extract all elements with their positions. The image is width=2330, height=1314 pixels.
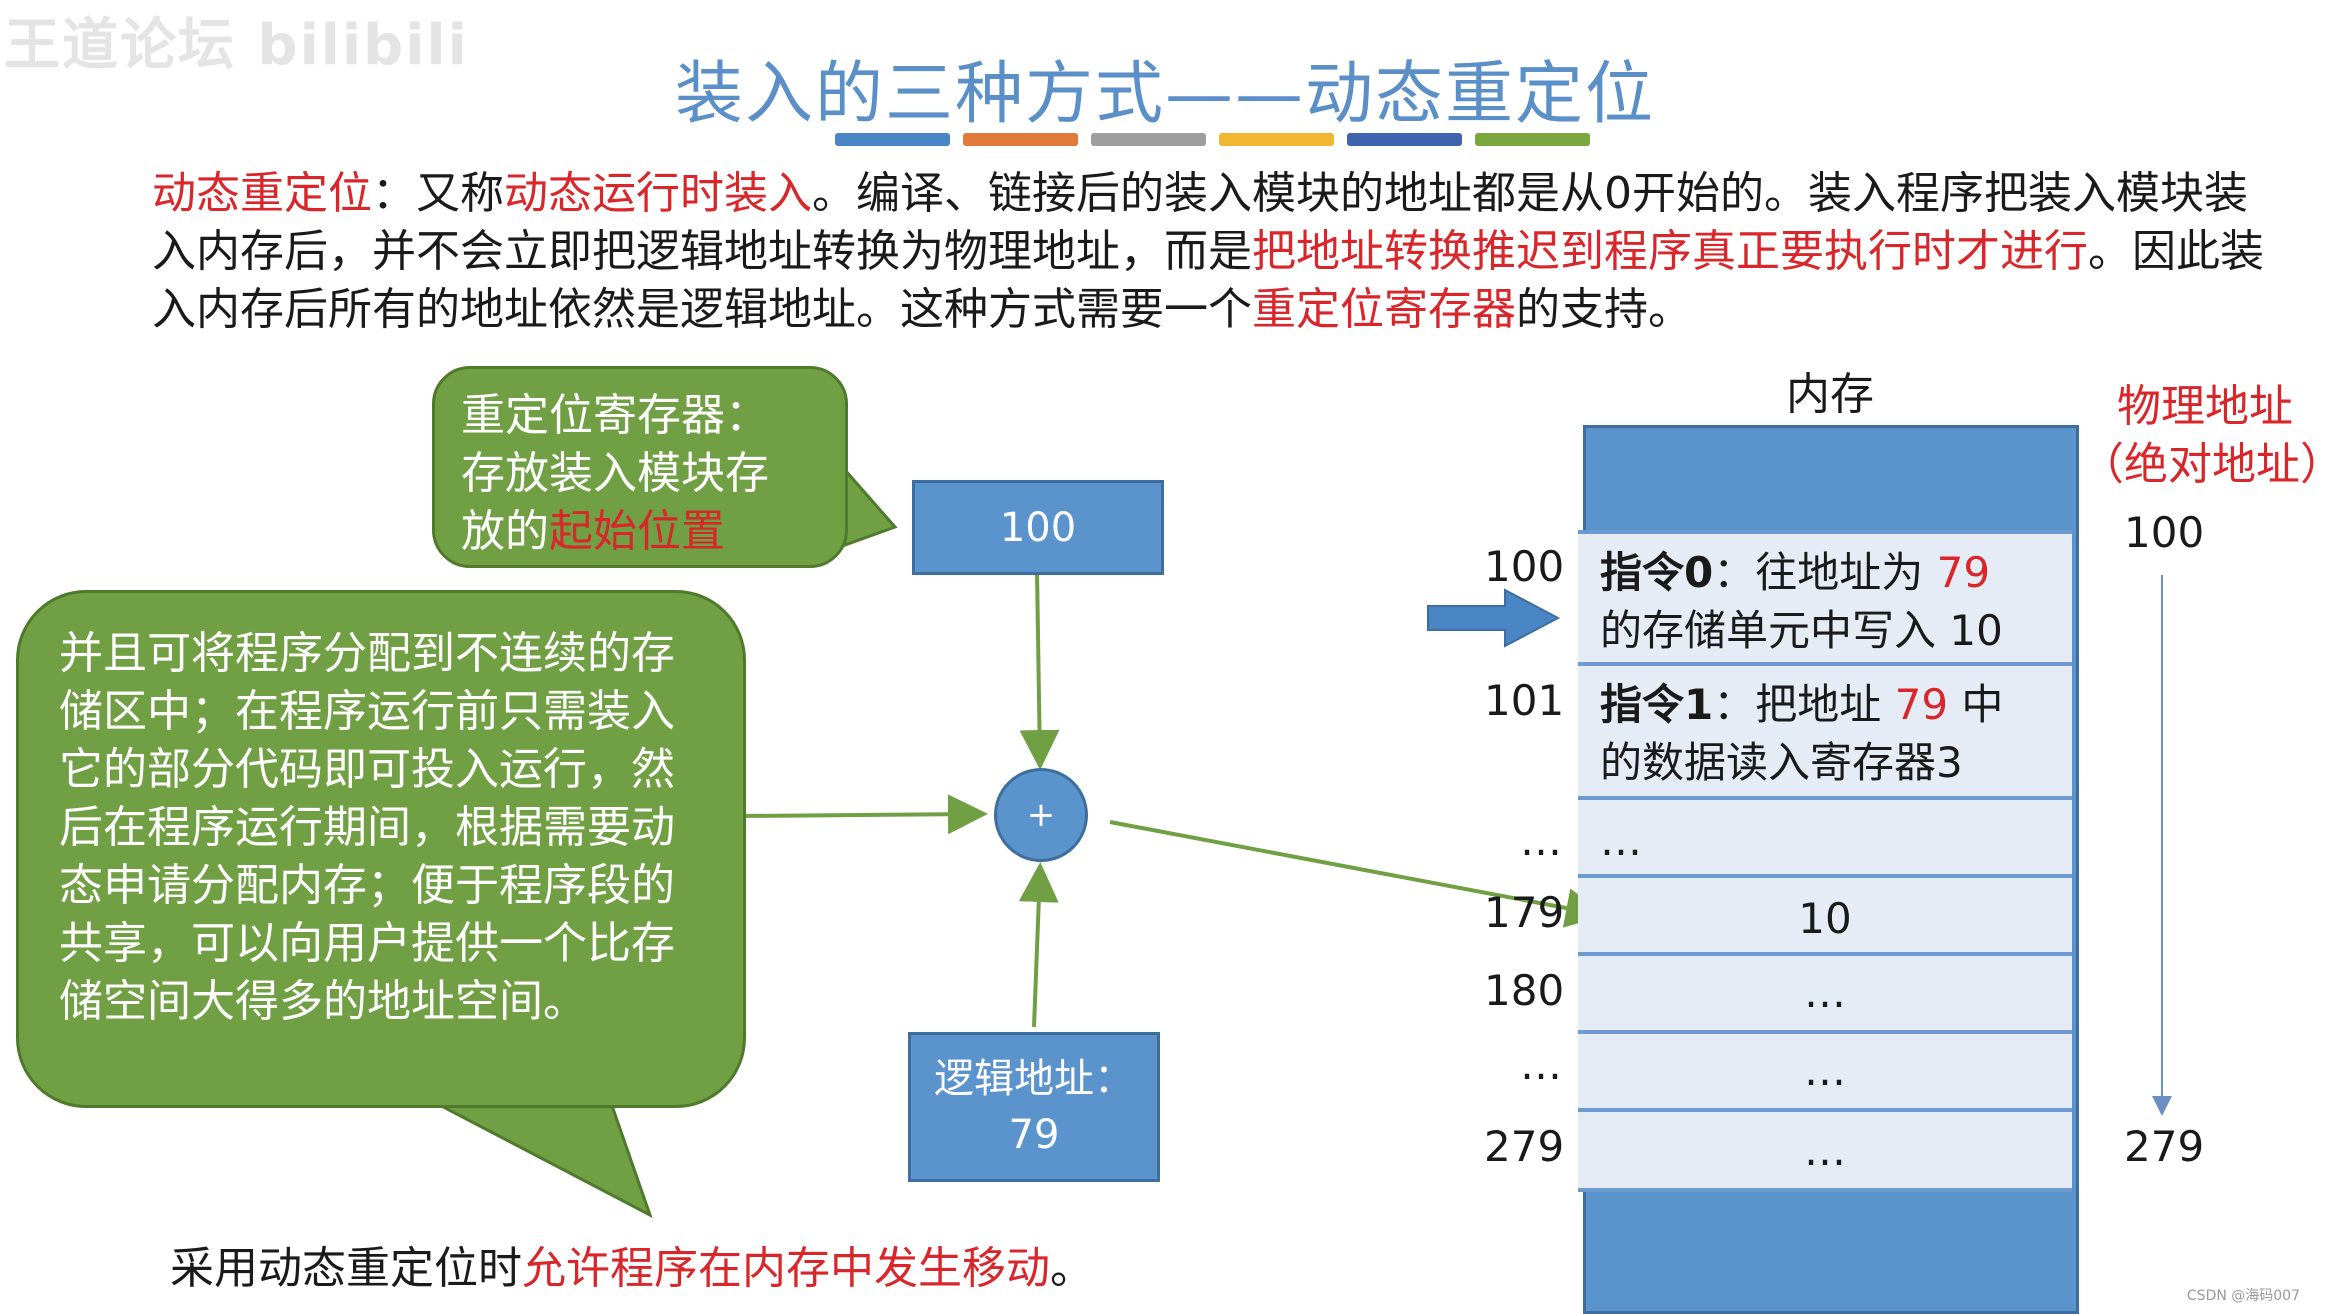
memory-title: 内存 [1786, 369, 1874, 420]
term-relocation-register: 重定位寄存器 [1252, 284, 1516, 335]
title-stripe-gray [1091, 133, 1206, 146]
logical-address-label: 逻辑地址： [934, 1056, 1134, 1102]
title-stripe-navy [1347, 133, 1462, 146]
term-deferred-translation: 把地址转换推迟到程序真正要执行时才进行 [1252, 226, 2088, 277]
addr-label-279: 279 [1484, 1122, 1565, 1171]
term-dynamic-runtime-load: 动态运行时装入 [504, 168, 812, 219]
register-value: 100 [999, 504, 1077, 551]
memory-cell-ellipsis-2: … [1578, 1030, 2072, 1108]
addr-label-ellipsis-2: … [1520, 1040, 1562, 1089]
paragraph-text-4: 的支持。 [1516, 284, 1692, 335]
memory-cell-179: 10 [1578, 874, 2072, 952]
logical-address-box: 逻辑地址： 79 [908, 1032, 1160, 1182]
physical-address-start: 100 [2124, 508, 2205, 557]
paragraph-text-3: 。因此装入内存后所有的地址依然是逻辑地址。这种方式需要一个 [152, 226, 2264, 335]
relocation-register-bubble: 重定位寄存器： 存放装入模块存 放的起始位置 [432, 366, 848, 568]
logical-address-value: 79 [1008, 1112, 1060, 1158]
register-bubble-line3: 放的起始位置 [461, 506, 725, 557]
paragraph-text-2: 。编译、链接后的装入模块的地址都是从0开始的。装入程序把装入模块装入内存后，并不… [152, 168, 2248, 277]
relocation-register-box: 100 [912, 480, 1164, 575]
addr-label-101: 101 [1484, 676, 1565, 725]
instruction-0: 指令0：往地址为 79 的存储单元中写入 10 [1600, 548, 2003, 655]
addr-label-180: 180 [1484, 966, 1565, 1015]
title-stripe-orange [963, 133, 1078, 146]
source-credit: CSDN @海码007 [2186, 1288, 2300, 1304]
addr-label-ellipsis-1: … [1520, 816, 1562, 865]
arrow-register-to-adder [1019, 571, 1060, 770]
memory-cell-101: 指令1：把地址 79 中 的数据读入寄存器3 [1578, 662, 2072, 796]
start-arrow-icon [1427, 588, 1561, 648]
plus-icon: + [1026, 795, 1056, 835]
paragraph-text-1: ：又称 [372, 168, 504, 219]
addr-label-179: 179 [1484, 888, 1565, 937]
memory-cell-180: … [1578, 952, 2072, 1030]
instruction-1: 指令1：把地址 79 中 的数据读入寄存器3 [1600, 680, 2004, 787]
arrow-bubble-to-adder [739, 794, 988, 835]
title-stripe-blue [835, 133, 950, 146]
addr-label-100: 100 [1484, 542, 1565, 591]
title-stripe-yellow [1219, 133, 1334, 146]
advantages-bubble: 并且可将程序分配到不连续的存储区中；在程序运行前只需装入它的部分代码即可投入运行… [16, 590, 746, 1108]
memory-cell-100: 指令0：往地址为 79 的存储单元中写入 10 [1578, 530, 2072, 662]
bottom-note-text: 采用动态重定位时 [170, 1243, 522, 1294]
arrow-logical-to-adder [1018, 862, 1059, 1028]
slide-title: 装入的三种方式——动态重定位 [674, 55, 1655, 134]
memory-cell-279: … [1578, 1108, 2072, 1192]
watermark-logo: 王道论坛 bilibili [4, 13, 469, 78]
memory-cell-ellipsis-1: … [1578, 796, 2072, 874]
arrow-adder-to-memory [1109, 820, 1606, 928]
description-paragraph: 动态重定位：又称动态运行时装入。编译、链接后的装入模块的地址都是从0开始的。装入… [152, 165, 2272, 339]
start-position-term: 起始位置 [549, 506, 725, 557]
term-dynamic-relocation: 动态重定位 [152, 168, 372, 219]
advantages-bubble-tail [429, 1098, 653, 1219]
advantages-text: 并且可将程序分配到不连续的存储区中；在程序运行前只需装入它的部分代码即可投入运行… [59, 628, 675, 1027]
register-bubble-line1: 重定位寄存器： [461, 390, 769, 441]
bottom-note: 采用动态重定位时允许程序在内存中发生移动。 [170, 1243, 1094, 1294]
physical-address-end: 279 [2124, 1122, 2205, 1171]
register-bubble-line2: 存放装入模块存 [461, 448, 769, 499]
adder-circle: + [994, 768, 1088, 862]
physical-address-title: 物理地址 （绝对地址） [2080, 381, 2330, 490]
bottom-note-highlight: 允许程序在内存中发生移动 [522, 1243, 1050, 1294]
cell-179-value: 10 [1798, 894, 1852, 943]
title-stripe-green [1475, 133, 1590, 146]
register-bubble-tail [843, 466, 898, 548]
